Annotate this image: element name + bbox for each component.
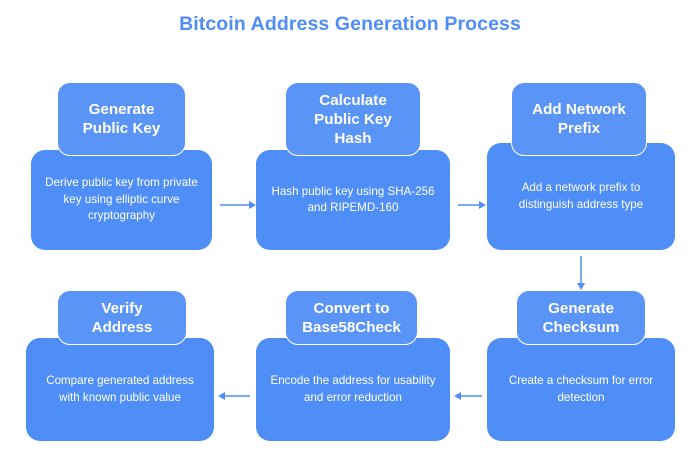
step-body-5: Encode the address for usability and err… [256,338,450,441]
step-title-1: Generate Public Key [82,101,161,137]
page-title: Bitcoin Address Generation Process [179,13,521,35]
arrow-step4-to-step5 [454,392,482,400]
step-description-5: Encode the address for usability and err… [270,374,436,404]
step-body-6: Compare generated address with known pub… [26,338,214,441]
step-header-4[interactable]: Generate Checksum [516,290,646,345]
arrowhead-right-icon [479,201,486,209]
step-body-3: Add a network prefix to distinguish addr… [487,143,675,250]
step-description-6: Compare generated address with known pub… [46,374,194,404]
step-title-6: Verify Address [91,299,153,336]
step-header-3[interactable]: Add Network Prefix [511,82,647,156]
step-description-1: Derive public key from private key using… [45,176,198,223]
step-title-3: Add Network Prefix [532,101,626,137]
step-title-2: Calculate Public Key Hash [314,91,392,147]
step-description-3: Add a network prefix to distinguish addr… [518,181,644,211]
step-body-1: Derive public key from private key using… [31,150,212,250]
step-body-4: Create a checksum for error detection [487,338,675,441]
arrow-step3-to-step4 [577,256,585,290]
step-header-2[interactable]: Calculate Public Key Hash [285,82,421,156]
arrow-step2-to-step3 [458,201,486,209]
step-body-2: Hash public key using SHA-256 and RIPEMD… [256,150,450,250]
step-title-5: Convert to Base58Check [302,299,401,336]
step-header-6[interactable]: Verify Address [57,290,187,345]
step-description-2: Hash public key using SHA-256 and RIPEMD… [271,184,435,215]
step-header-5[interactable]: Convert to Base58Check [285,290,418,345]
step-title-4: Generate Checksum [542,299,620,336]
arrowhead-down-icon [577,283,585,290]
arrow-step1-to-step2 [220,201,256,209]
step-header-1[interactable]: Generate Public Key [57,82,186,156]
arrow-step5-to-step6 [218,392,250,400]
arrowhead-left-icon [454,392,461,400]
arrowhead-right-icon [249,201,256,209]
arrowhead-left-icon [218,392,225,400]
step-description-4: Create a checksum for error detection [508,374,654,404]
